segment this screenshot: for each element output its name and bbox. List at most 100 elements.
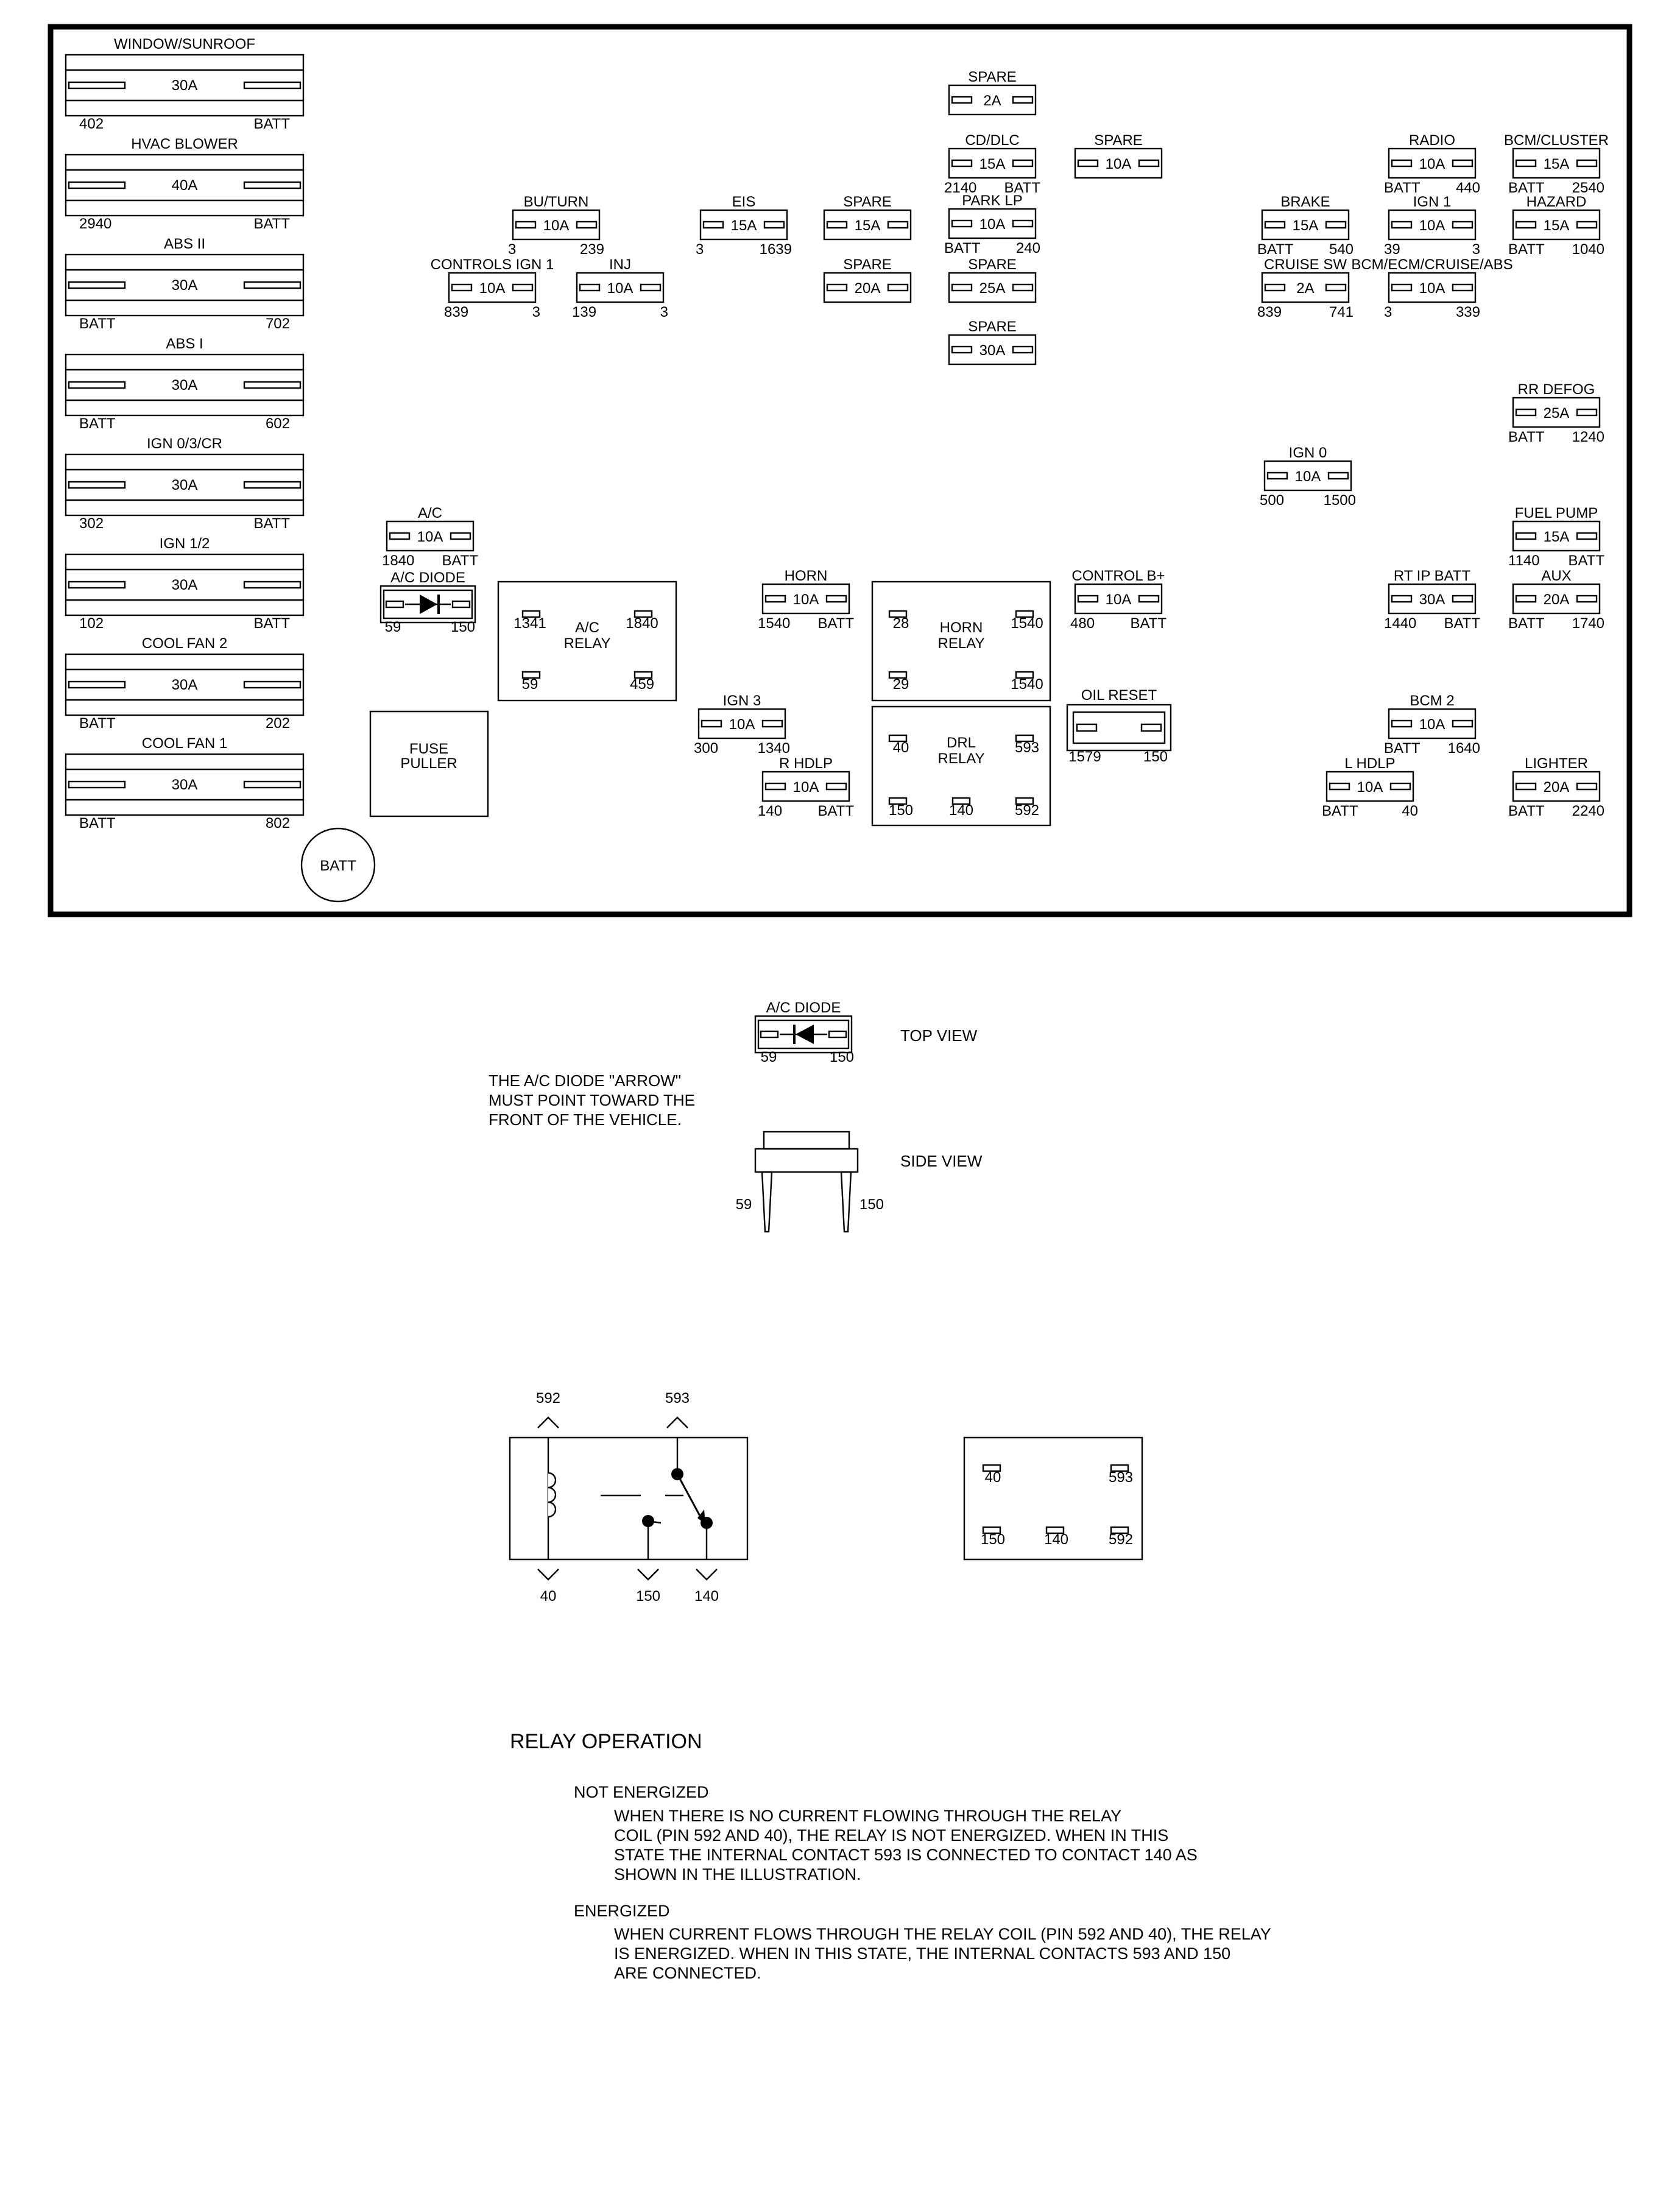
pinout-pin: 593 (1109, 1469, 1133, 1486)
not-energized-text: STATE THE INTERNAL CONTACT 593 IS CONNEC… (614, 1846, 1198, 1864)
maxi-fuse-body (65, 653, 305, 716)
circuit-number: BATT (1130, 615, 1166, 632)
mini-fuse-terminal (1515, 221, 1537, 229)
relay-name: RELAY (938, 750, 985, 767)
fuse-name: RADIO (1409, 132, 1455, 149)
pinout-pin: 150 (981, 1531, 1005, 1548)
mini-fuse-terminal (1576, 782, 1598, 791)
relay-pin: 59 (522, 676, 538, 693)
mini-fuse-terminal (764, 782, 786, 791)
relay-terminal (888, 671, 908, 679)
fuse-name: IGN 0 (1289, 445, 1327, 461)
diode-side-cap (763, 1131, 850, 1150)
mini-fuse-terminal (951, 345, 973, 354)
maxi-fuse-terminal (68, 680, 126, 689)
circuit-number: 3 (1384, 304, 1392, 320)
diode-top-terminal (828, 1030, 847, 1039)
relay-terminal (634, 610, 653, 618)
mini-fuse-body (1263, 460, 1352, 492)
mini-fuse-body (576, 272, 665, 303)
circuit-number: BATT (79, 316, 116, 332)
circuit-number: 1840 (382, 552, 414, 569)
fuse-name: BCM 2 (1410, 693, 1454, 709)
maxi-fuse-terminal (68, 780, 126, 789)
maxi-fuse-body (65, 453, 305, 517)
relay-name: DRL (947, 735, 976, 751)
relay-terminal (1015, 797, 1034, 805)
fuse-rating: 15A (1544, 529, 1570, 545)
circuit-number: 1340 (758, 740, 790, 757)
mini-fuse-terminal (640, 283, 662, 292)
mini-fuse-terminal (512, 283, 534, 292)
fuse-rating: 20A (1544, 779, 1570, 796)
energized-text: WHEN CURRENT FLOWS THROUGH THE RELAY COI… (614, 1925, 1271, 1943)
mini-fuse-body (1388, 272, 1477, 303)
fuse-rating: 25A (1544, 405, 1570, 422)
mini-fuse-terminal (451, 283, 473, 292)
circuit-number: BATT (253, 515, 290, 532)
mini-fuse-terminal (951, 159, 973, 168)
fuse-name: COOL FAN 2 (142, 635, 227, 652)
fuse-rating: 10A (1419, 280, 1445, 297)
fuse-rating: 30A (979, 342, 1006, 359)
fuse-name: SPARE (1094, 132, 1143, 149)
pinout-pin: 40 (985, 1469, 1001, 1486)
fuse-name: AUX (1541, 568, 1571, 584)
circuit-number: 1500 (1324, 492, 1356, 509)
mini-fuse-terminal (1576, 221, 1598, 229)
fuse-rating: 10A (729, 716, 755, 733)
fuse-name: SPARE (968, 69, 1017, 85)
fuse-rating: 10A (979, 216, 1006, 233)
fuse-rating: 10A (793, 591, 819, 608)
mini-fuse-terminal (1452, 719, 1474, 728)
circuit-number: BATT (1508, 180, 1545, 196)
fuse-name: SPARE (968, 319, 1017, 335)
circuit-number: 3 (532, 304, 540, 320)
diode-top-name: A/C DIODE (766, 1000, 841, 1016)
relay-pin: 28 (893, 615, 909, 632)
mini-fuse-terminal (1452, 159, 1474, 168)
fuse-name: HVAC BLOWER (131, 136, 238, 152)
schematic-pin: 140 (694, 1588, 719, 1605)
circuit-number: BATT (817, 615, 854, 632)
circuit-number: 402 (79, 116, 104, 132)
ac-diode-terminal (451, 600, 471, 609)
fuse-name: CONTROL B+ (1071, 568, 1165, 584)
mini-fuse-terminal (1576, 532, 1598, 540)
mini-fuse-body (1512, 397, 1601, 428)
circuit-number: BATT (79, 415, 116, 432)
maxi-fuse-body (65, 54, 305, 117)
circuit-number: BATT (1568, 552, 1604, 569)
fuse-rating: 10A (1419, 217, 1445, 234)
mini-fuse-body (699, 209, 788, 241)
mini-fuse-terminal (576, 221, 598, 229)
mini-fuse-body (386, 520, 475, 552)
energized-heading: ENERGIZED (574, 1902, 670, 1920)
mini-fuse-terminal (951, 96, 973, 104)
mini-fuse-terminal (1264, 221, 1286, 229)
circuit-number: 300 (694, 740, 718, 757)
relay-pin: 140 (949, 802, 973, 819)
relay-pin: 459 (630, 676, 654, 693)
batt-circle (300, 827, 376, 903)
